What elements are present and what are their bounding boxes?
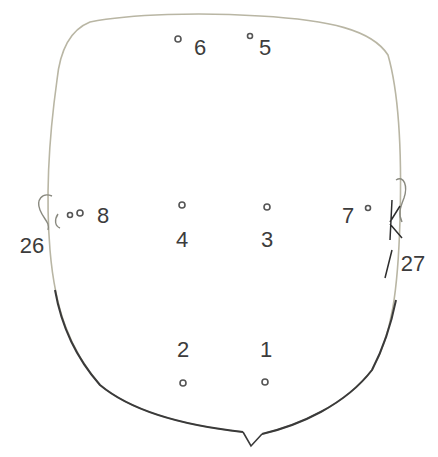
- right-ear-mark: [385, 200, 402, 278]
- callout-number: 26: [20, 235, 44, 257]
- callout-number: 3: [261, 229, 273, 251]
- electrode-dot: [366, 206, 371, 211]
- callout-number: 1: [260, 339, 272, 361]
- right-ear: [396, 179, 406, 222]
- electrode-dot: [180, 380, 186, 386]
- head-outline-lower: [55, 290, 243, 432]
- electrode-dot: [248, 34, 253, 39]
- electrode-dot: [68, 213, 73, 218]
- nose: [243, 432, 262, 446]
- electrode-dots: [68, 34, 371, 387]
- callout-number: 2: [177, 339, 189, 361]
- electrode-dot: [179, 202, 185, 208]
- electrode-dot: [262, 379, 268, 385]
- callout-number: 5: [259, 37, 271, 59]
- callout-number: 7: [342, 205, 354, 227]
- electrode-dot: [264, 204, 270, 210]
- head-outline: [48, 14, 401, 434]
- callout-number: 8: [97, 205, 109, 227]
- electrode-dot: [77, 210, 83, 216]
- head-outline-lower: [262, 300, 396, 434]
- electrode-dot: [175, 36, 181, 42]
- left-ear: [39, 195, 60, 230]
- callout-number: 6: [194, 37, 206, 59]
- callout-number: 4: [176, 229, 188, 251]
- callout-number: 27: [401, 253, 425, 275]
